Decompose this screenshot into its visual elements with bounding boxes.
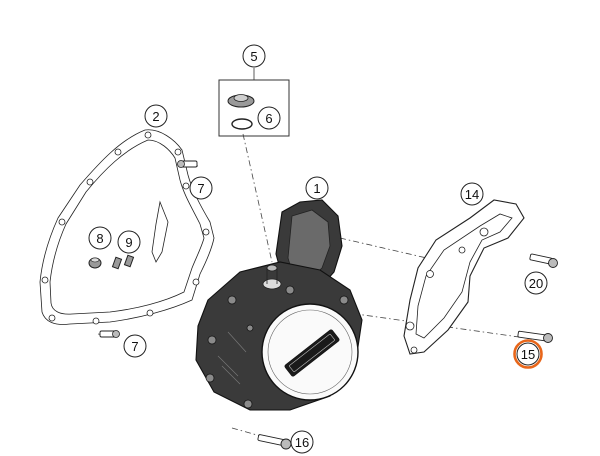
callout-circle [144, 104, 168, 128]
callout-circle [305, 176, 329, 200]
o-ring-part [231, 118, 253, 130]
bolt-part-15 [517, 330, 553, 343]
callout-number: 6 [265, 111, 272, 126]
callout-number: 1 [313, 181, 320, 196]
callout-number: 7 [197, 181, 204, 196]
callout-labels: 1 2 5 6 7 7 8 9 14 15 16 20 [88, 44, 548, 454]
callout-circle [242, 44, 266, 68]
callout-circle [88, 226, 112, 250]
callout-c5: 5 [242, 44, 266, 68]
callout-c14: 14 [460, 182, 484, 206]
plug-part-8 [88, 257, 102, 269]
callout-circle [117, 230, 141, 254]
callout-number: 14 [465, 187, 479, 202]
callout-c7b: 7 [123, 334, 147, 358]
callout-c6: 6 [257, 106, 281, 130]
callout-circle [460, 182, 484, 206]
dowel-part-9 [111, 254, 135, 270]
filler-cap-part [227, 94, 255, 108]
callout-c9: 9 [117, 230, 141, 254]
callout-number: 20 [529, 276, 543, 291]
bolt-part-7-top [177, 160, 198, 168]
bolt-part-7-bottom [99, 330, 120, 338]
highlight-ring [513, 339, 543, 369]
bolt-part-20 [529, 253, 558, 268]
callout-c1: 1 [305, 176, 329, 200]
callout-number: 2 [152, 109, 159, 124]
callout-number: 8 [96, 231, 103, 246]
callout-number: 7 [131, 339, 138, 354]
callout-number: 16 [295, 435, 309, 450]
callout-number: 15 [521, 347, 535, 362]
gasket-part [39, 129, 215, 325]
callout-circle [189, 176, 213, 200]
callout-c20: 20 [524, 271, 548, 295]
sprocket-cover-part [403, 199, 525, 355]
callout-c7a: 7 [189, 176, 213, 200]
callout-c16: 16 [290, 430, 314, 454]
callout-circle [290, 430, 314, 454]
bolt-part-16 [257, 434, 292, 450]
callout-circle [516, 342, 540, 366]
callout-circle [123, 334, 147, 358]
callout-number: 5 [250, 49, 257, 64]
ignition-cover-part [195, 199, 363, 411]
callout-number: 9 [125, 235, 132, 250]
callout-circle [257, 106, 281, 130]
callout-circle [524, 271, 548, 295]
cap-detail-box [218, 68, 290, 137]
callout-c8: 8 [88, 226, 112, 250]
callout-c2: 2 [144, 104, 168, 128]
callout-c15: 15 [513, 339, 543, 369]
